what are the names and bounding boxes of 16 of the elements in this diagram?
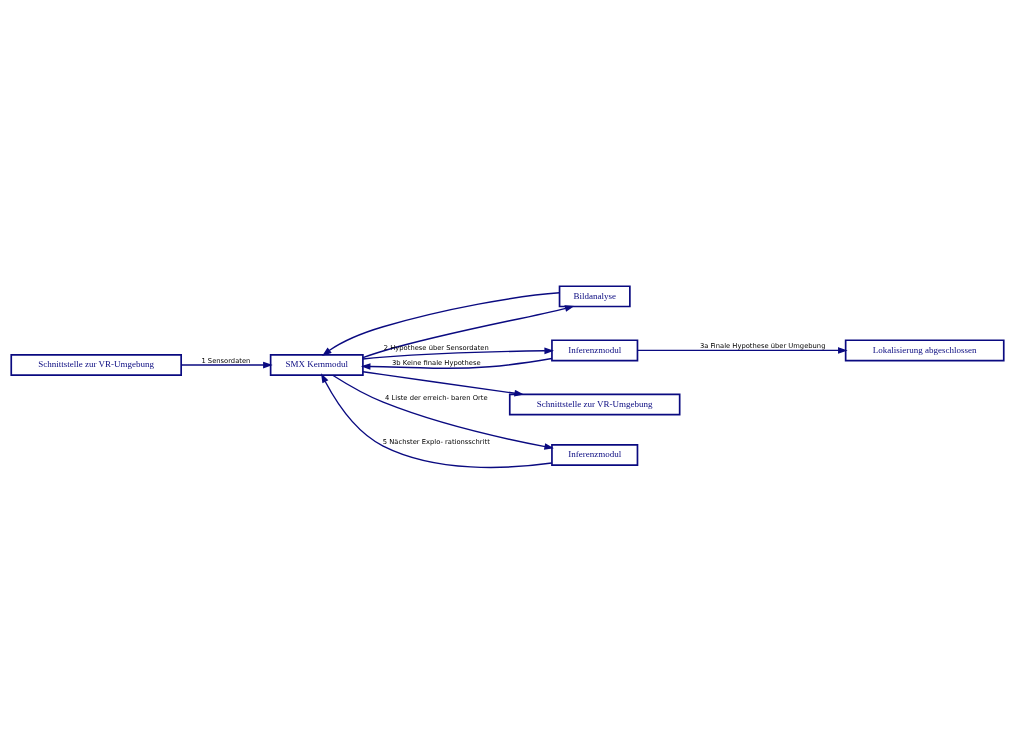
node-box: Schnittstelle zur VR-Umgebung xyxy=(508,392,680,415)
arrow xyxy=(636,346,848,354)
node-box: Inferenzmodul xyxy=(550,443,638,466)
arrow xyxy=(321,291,560,356)
arrow xyxy=(331,374,554,450)
arrow xyxy=(320,372,552,468)
arrow xyxy=(361,346,554,360)
node-box: Schnittstelle zur VR-Umgebung xyxy=(9,353,182,376)
node-box: Bildanalyse xyxy=(558,284,631,307)
arrow xyxy=(360,357,552,370)
node-box: Inferenzmodul xyxy=(550,338,638,361)
node-box: Lokalisierung abgeschlossen xyxy=(844,338,1005,361)
arrow xyxy=(361,304,574,358)
node-box: SMX Kernmodul xyxy=(269,353,364,376)
arrow xyxy=(361,370,524,397)
arrow xyxy=(180,361,273,368)
